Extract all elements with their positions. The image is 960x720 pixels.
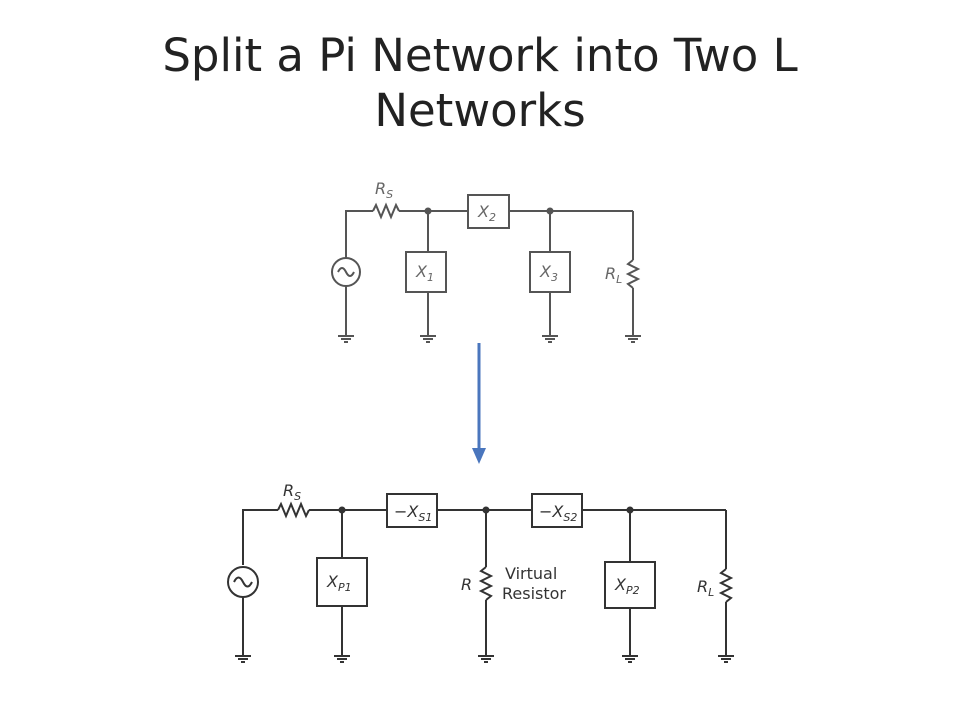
bottom-l-networks-circuit [227,493,735,663]
bottom-ground-symbol [717,655,735,663]
bottom-ground-symbol [333,655,351,663]
top-ground-symbol [337,335,355,343]
bottom-xp2-label: XP2 [614,575,640,597]
bottom-xs2-box [531,493,583,528]
top-x1-box [405,251,447,293]
virtual-resistor-label-line-1: Virtual [505,564,557,583]
virtual-resistor-label-line-2: Resistor [502,584,566,603]
top-rs-resistor [372,202,400,220]
top-rl-label: RL [605,264,622,286]
top-ground-symbol [541,335,559,343]
bottom-ground-symbol [621,655,639,663]
title-line-2: Networks [374,84,586,137]
bottom-xs1-label: −XS1 [394,502,432,524]
bottom-ground-symbol [234,655,252,663]
top-pi-circuit [331,194,642,343]
down-arrow [472,343,486,464]
top-x3-box [529,251,571,293]
bottom-xs1-box [386,493,438,528]
bottom-left-wire [242,509,278,565]
slide-title: Split a Pi Network into Two L Networks [0,28,960,138]
top-x1-label: X1 [415,262,434,284]
top-rl-resistor [625,259,641,289]
bottom-r-label: R [461,575,472,594]
top-rs-label: RS [375,179,393,201]
top-ground-symbol [624,335,642,343]
top-left-wire [345,210,373,258]
bottom-rs-resistor [277,501,310,519]
bottom-ground-symbol [477,655,495,663]
top-ac-source [331,257,361,287]
top-ground-symbol [419,335,437,343]
title-line-1: Split a Pi Network into Two L [162,29,798,82]
top-x2-box [467,194,510,229]
bottom-ac-source [227,566,259,598]
bottom-rl-label: RL [697,577,714,599]
bottom-xp1-label: XP1 [326,572,352,594]
top-x2-label: X2 [477,202,496,224]
bottom-virtual-resistor [478,566,494,601]
bottom-rl-resistor [718,568,734,603]
bottom-xp2-box [604,561,656,609]
bottom-rs-label: RS [283,481,301,503]
bottom-xs2-label: −XS2 [539,502,577,524]
top-x3-label: X3 [539,262,558,284]
